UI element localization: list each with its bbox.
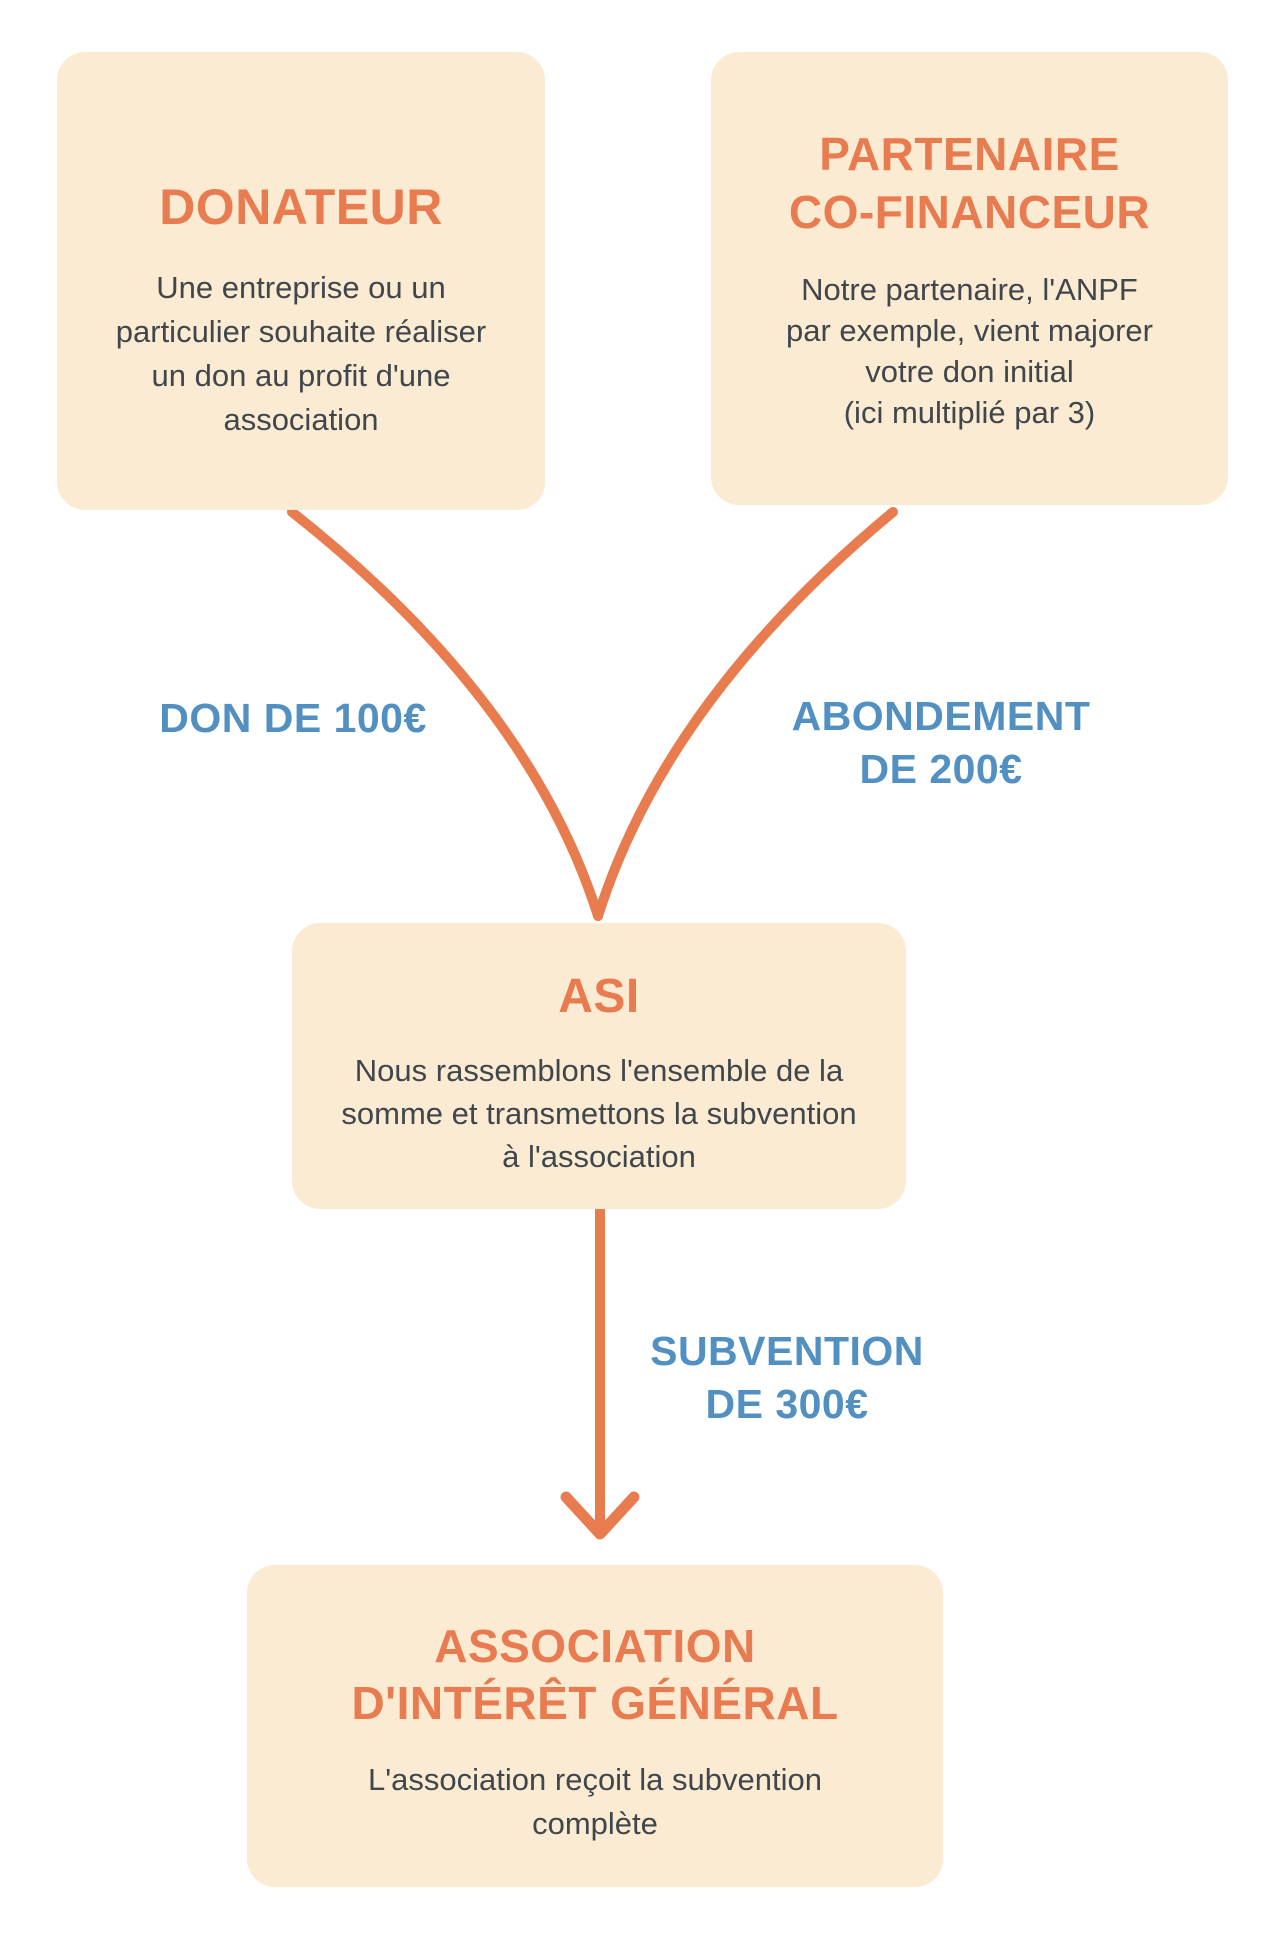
- node-partenaire-title: PARTENAIRE CO-FINANCEUR: [788, 127, 1151, 238]
- edge-label-don: DON DE 100€: [159, 695, 427, 741]
- node-partenaire-cofinanceur: PARTENAIRE CO-FINANCEUR Notre partenaire…: [711, 52, 1228, 505]
- edge-label-subvention: SUBVENTION DE 300€: [650, 1328, 924, 1427]
- node-asi: ASI Nous rassemblons l'ensemble de la so…: [292, 923, 906, 1209]
- node-donateur: DONATEUR Une entreprise ou un particulie…: [57, 52, 545, 510]
- node-partenaire-description: Notre partenaire, l'ANPF par exemple, vi…: [786, 271, 1153, 430]
- node-association-description: L'association reçoit la subvention compl…: [368, 1762, 822, 1841]
- edge-label-abondement: ABONDEMENT DE 200€: [791, 693, 1091, 792]
- node-asi-description: Nous rassemblons l'ensemble de la somme …: [341, 1052, 857, 1174]
- arrowhead-down-icon: [560, 1491, 640, 1540]
- node-donateur-title: DONATEUR: [159, 179, 443, 235]
- node-asi-title: ASI: [558, 969, 640, 1023]
- node-association-title: ASSOCIATION D'INTÉRÊT GÉNÉRAL: [351, 1620, 839, 1729]
- node-association-interet-general: ASSOCIATION D'INTÉRÊT GÉNÉRAL L'associat…: [247, 1565, 943, 1887]
- node-donateur-description: Une entreprise ou un particulier souhait…: [115, 270, 487, 437]
